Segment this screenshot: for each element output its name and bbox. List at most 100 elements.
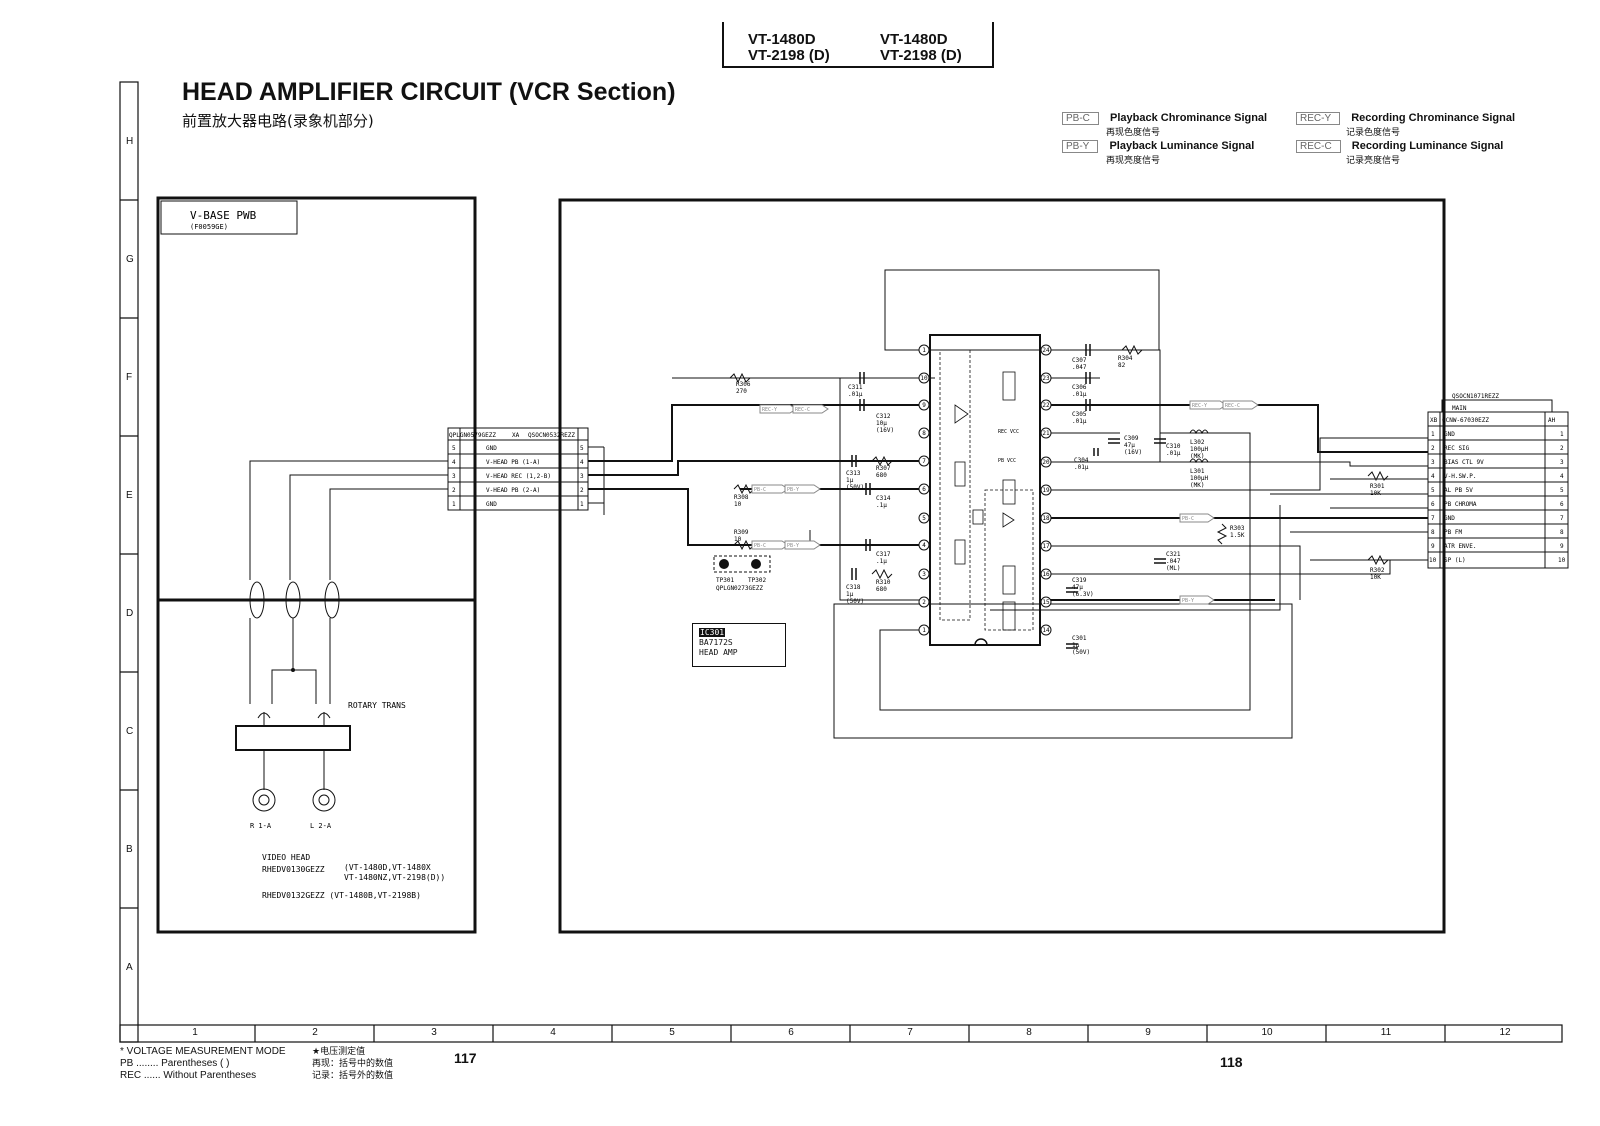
comp-label: R301 bbox=[1370, 483, 1385, 490]
rc-pin: 2 bbox=[1431, 445, 1435, 452]
rc-pin: 8 bbox=[1560, 529, 1564, 536]
ic-pin-num: 8 bbox=[922, 430, 926, 437]
ic-ref: IC301 bbox=[699, 628, 726, 637]
legend-rec-y: REC-Y Recording Chrominance Signal 记录色度信… bbox=[1296, 106, 1515, 138]
rc-pin-label: GND bbox=[1444, 515, 1455, 522]
lc-pin: 5 bbox=[452, 445, 456, 452]
comp-label: R308 bbox=[734, 494, 749, 501]
rc-pin: 3 bbox=[1431, 459, 1435, 466]
comp-label: R302 bbox=[1370, 567, 1385, 574]
lc-pin: 5 bbox=[580, 445, 584, 452]
voltage-pb: PB ........ Parentheses ( ) bbox=[120, 1058, 230, 1069]
comp-label: (MK) bbox=[1190, 482, 1204, 489]
rc-pin: 7 bbox=[1560, 515, 1564, 522]
legend-rec-c: REC-C Recording Luminance Signal 记录亮度信号 bbox=[1296, 134, 1503, 166]
resistors bbox=[729, 344, 1389, 580]
ic301-body bbox=[929, 334, 1041, 646]
legend-tag: PB-Y bbox=[1062, 140, 1099, 153]
video-head-models-a: (VT-1480D,VT-1480X bbox=[344, 863, 431, 872]
left-connector bbox=[447, 427, 589, 511]
rc-pin-label: ATR ENVE. bbox=[1444, 543, 1477, 550]
comp-label: (50V) bbox=[846, 598, 864, 605]
voltage-cn2: 再现：括号中的数值 bbox=[312, 1059, 394, 1069]
voltage-rec: REC ...... Without Parentheses bbox=[120, 1070, 257, 1081]
junction-dot bbox=[291, 668, 295, 672]
head-wires bbox=[235, 446, 605, 812]
tag-label: PB-C bbox=[754, 543, 766, 549]
voltage-cn3: 记录：括号外的数值 bbox=[312, 1071, 394, 1081]
comp-label: R307 bbox=[876, 465, 891, 472]
lc-pin-label: GND bbox=[486, 501, 497, 508]
model-3: VT-1480D bbox=[880, 31, 948, 48]
comp-label: 1μ bbox=[846, 591, 854, 598]
lc-pin: 2 bbox=[580, 487, 584, 494]
comp-label: R304 bbox=[1118, 355, 1133, 362]
rc-pin: 3 bbox=[1560, 459, 1564, 466]
tag-label: REC-Y bbox=[762, 407, 777, 413]
ic-label-pb-vcc: PB VCC bbox=[998, 458, 1016, 464]
legend-label-cn: 记录色度信号 bbox=[1346, 128, 1401, 138]
capacitors bbox=[851, 344, 1166, 649]
row-label: A bbox=[126, 962, 133, 973]
comp-label: C319 bbox=[1072, 577, 1087, 584]
rc-part: QSOCN1071REZZ bbox=[1452, 393, 1499, 400]
ic-pin-num: 3 bbox=[922, 571, 926, 578]
legend-label: Playback Chrominance Signal bbox=[1110, 112, 1268, 124]
rc-pin: 1 bbox=[1431, 431, 1435, 438]
lc-pin: 1 bbox=[580, 501, 584, 508]
col-label: 11 bbox=[1380, 1027, 1392, 1038]
comp-label: 680 bbox=[876, 586, 887, 593]
comp-label: C306 bbox=[1072, 384, 1087, 391]
col-label: 12 bbox=[1499, 1027, 1511, 1038]
col-label: 8 bbox=[1026, 1027, 1032, 1038]
row-label: H bbox=[126, 136, 134, 147]
comp-label: (16V) bbox=[876, 427, 894, 434]
ic-pin-num: 15 bbox=[1042, 599, 1050, 606]
ic-pin-num: 1 bbox=[922, 347, 926, 354]
lc-pin: 2 bbox=[452, 487, 456, 494]
model-list-right: VT-1480D VT-2198 (D) bbox=[880, 32, 962, 64]
comp-label: 680 bbox=[876, 472, 887, 479]
rc-pin: 4 bbox=[1560, 473, 1564, 480]
legend-tag: PB-C bbox=[1062, 112, 1099, 125]
comp-label: C313 bbox=[846, 470, 861, 477]
ic301-tag: IC301 BA7172S HEAD AMP bbox=[692, 623, 786, 667]
inductors bbox=[1189, 429, 1209, 464]
col-label: 10 bbox=[1261, 1027, 1273, 1038]
comp-label: 47μ bbox=[1072, 584, 1083, 591]
rc-pin-label: BIAS CTL 9V bbox=[1444, 459, 1484, 466]
legend-tag: REC-Y bbox=[1296, 112, 1341, 125]
comp-label: .1μ bbox=[876, 502, 887, 509]
comp-label: C321 bbox=[1166, 551, 1181, 558]
legend-label: Playback Luminance Signal bbox=[1109, 140, 1255, 152]
comp-label: R306 bbox=[736, 381, 751, 388]
tag-label: PB-C bbox=[1182, 516, 1194, 522]
voltage-cn1: ★电压测定值 bbox=[312, 1047, 366, 1057]
col-label: 2 bbox=[312, 1027, 318, 1038]
comp-label: R310 bbox=[876, 579, 891, 586]
main-board bbox=[558, 198, 1446, 934]
comp-label: 270 bbox=[736, 388, 747, 395]
signal-tags bbox=[751, 400, 1259, 605]
comp-label: .01μ bbox=[1072, 391, 1087, 398]
comp-label: (6.3V) bbox=[1072, 591, 1094, 598]
rc-pin: 4 bbox=[1431, 473, 1435, 480]
voltage-note-cn: ★电压测定值 再现：括号中的数值 记录：括号外的数值 bbox=[312, 1046, 393, 1082]
model-2: VT-2198 (D) bbox=[748, 47, 830, 64]
comp-label: TP302 bbox=[748, 577, 766, 584]
comp-label: C314 bbox=[876, 495, 891, 502]
rc-h1: QCNW-67030EZZ bbox=[1442, 417, 1489, 424]
video-head-models-b: VT-1480NZ,VT-2198(D)) bbox=[344, 873, 445, 882]
comp-label: 1.5K bbox=[1230, 532, 1245, 539]
head-label-r: R 1-A bbox=[250, 822, 272, 830]
legend-pb-c: PB-C Playback Chrominance Signal 再现色度信号 bbox=[1062, 106, 1267, 138]
rc-pin: 8 bbox=[1431, 529, 1435, 536]
rc-h2: AH bbox=[1548, 417, 1556, 424]
rc-pin: 5 bbox=[1431, 487, 1435, 494]
signal-tag-labels: REC-Y REC-C PB-C PB-Y PB-C PB-Y REC-Y RE… bbox=[754, 403, 1240, 604]
comp-label: QPLGN0273GEZZ bbox=[716, 585, 763, 592]
comp-label: L302 bbox=[1190, 439, 1205, 446]
comp-label: 1μ bbox=[1072, 642, 1080, 649]
row-label: D bbox=[126, 608, 134, 619]
